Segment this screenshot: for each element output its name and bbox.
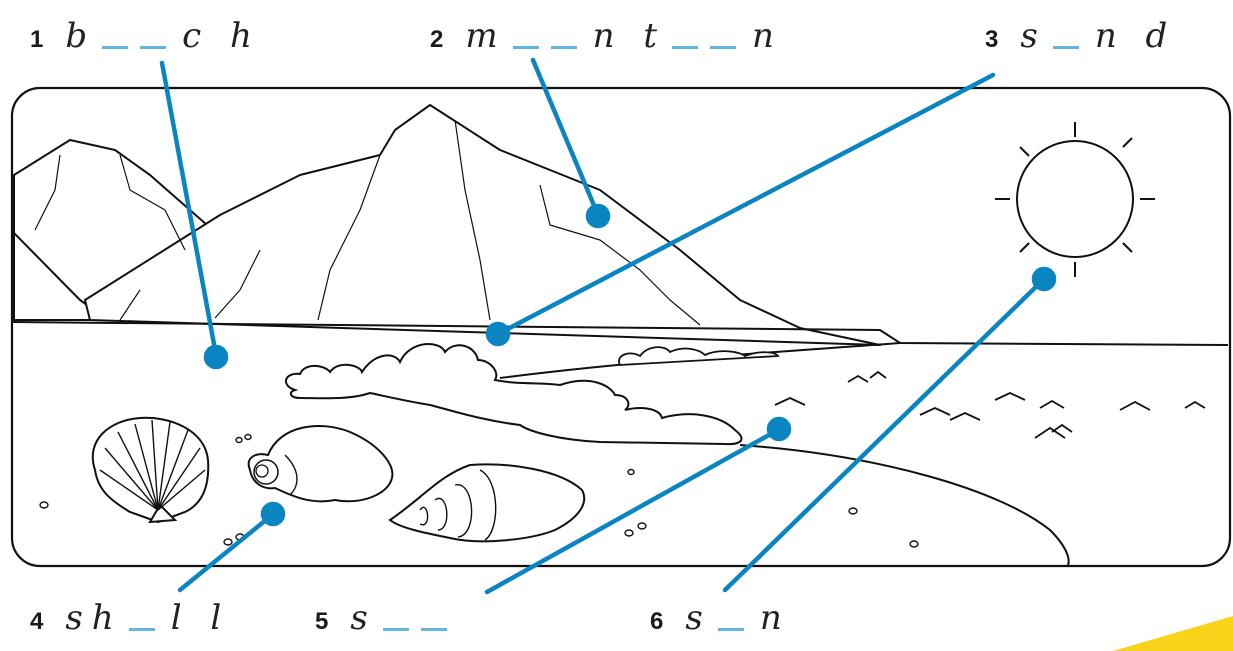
cone-shell — [388, 463, 585, 543]
pointer-dot-5 — [766, 416, 792, 442]
pointer-line-5 — [484, 427, 781, 595]
letters: s — [685, 598, 712, 638]
pointer-line-2 — [530, 57, 601, 218]
blank[interactable] — [140, 46, 167, 49]
word-number: 5 — [315, 608, 329, 635]
pointer-dot-4 — [260, 501, 286, 527]
letters: m — [465, 16, 507, 56]
word-4: 4 sh l l — [30, 598, 230, 638]
blank[interactable] — [717, 628, 744, 631]
sun — [995, 122, 1155, 277]
word-6: 6 s n — [650, 598, 791, 638]
horizon-line — [11, 321, 1229, 346]
blank[interactable] — [102, 46, 129, 49]
word-number: 3 — [985, 26, 999, 53]
letters: sh — [65, 598, 123, 638]
pebbles — [39, 433, 919, 548]
sea-foam — [285, 342, 743, 446]
mountains — [13, 104, 881, 346]
spiral-shell — [247, 425, 394, 503]
blank[interactable] — [128, 628, 155, 631]
distant-foam — [618, 346, 780, 366]
pointer-dot-2 — [585, 203, 611, 229]
scene-frame — [10, 86, 1232, 568]
blank[interactable] — [1052, 46, 1079, 49]
blank[interactable] — [512, 46, 539, 49]
pointer-dot-3 — [485, 321, 511, 347]
letters: n d — [1094, 16, 1177, 56]
word-number: 6 — [650, 608, 664, 635]
scallop-shell — [91, 416, 210, 524]
word-number: 2 — [430, 26, 444, 53]
word-2: 2 m n t n — [430, 16, 783, 56]
pointer-dot-6 — [1031, 266, 1057, 292]
shore-curve — [739, 444, 1070, 566]
corner-accent — [1113, 616, 1233, 651]
blank[interactable] — [420, 628, 447, 631]
blank[interactable] — [709, 46, 736, 49]
letters: l l — [170, 598, 231, 638]
pointer-line-1 — [159, 60, 219, 358]
pointer-line-4 — [177, 512, 275, 593]
word-5: 5 s — [315, 598, 453, 638]
pointer-line-6 — [722, 277, 1046, 593]
pointer-lines — [159, 57, 1057, 595]
word-1: 1 b c h — [30, 16, 261, 56]
pointer-dot-1 — [203, 344, 229, 370]
letters: s — [1020, 16, 1047, 56]
word-3: 3 s n d — [985, 16, 1176, 56]
word-number: 1 — [30, 26, 44, 53]
letters: b — [65, 16, 97, 56]
blank[interactable] — [382, 628, 409, 631]
letters: n — [751, 16, 783, 56]
word-number: 4 — [30, 608, 44, 635]
blank[interactable] — [550, 46, 577, 49]
waves — [774, 370, 1206, 439]
pointer-line-3 — [497, 72, 996, 336]
blank[interactable] — [671, 46, 698, 49]
letters: c h — [182, 16, 261, 56]
letters: s — [350, 598, 377, 638]
letters: n t — [592, 16, 666, 56]
letters: n — [759, 598, 791, 638]
